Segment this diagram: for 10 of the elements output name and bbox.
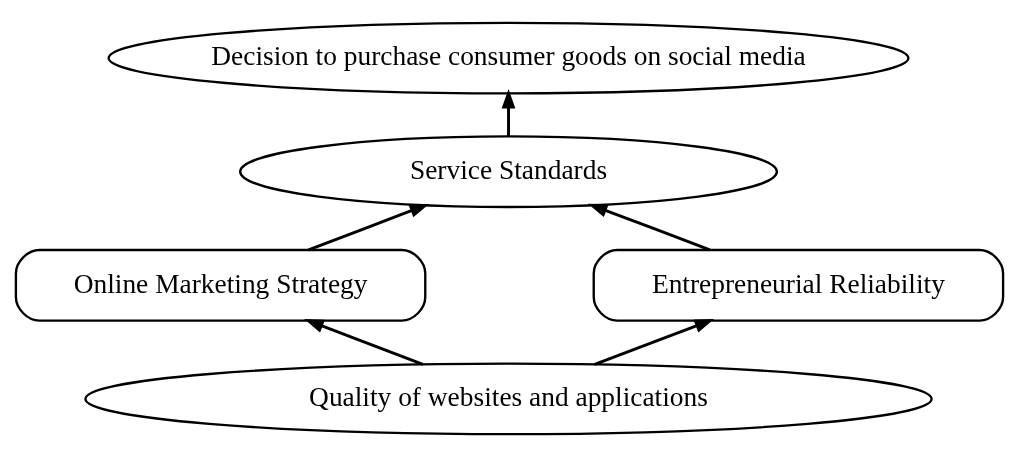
arrow xyxy=(594,319,715,366)
arrow xyxy=(304,319,424,366)
node-box: Online Marketing Strategy xyxy=(14,248,427,322)
arrow xyxy=(587,203,711,252)
arrow xyxy=(308,203,430,252)
node-ellipse: Service Standards xyxy=(239,135,779,209)
node-ellipse: Decision to purchase consumer goods on social media xyxy=(107,21,910,95)
node-ellipse: Quality of websites and applications xyxy=(84,362,933,436)
arrow xyxy=(501,88,516,137)
node-box: Entrepreneurial Reliability xyxy=(592,248,1005,322)
